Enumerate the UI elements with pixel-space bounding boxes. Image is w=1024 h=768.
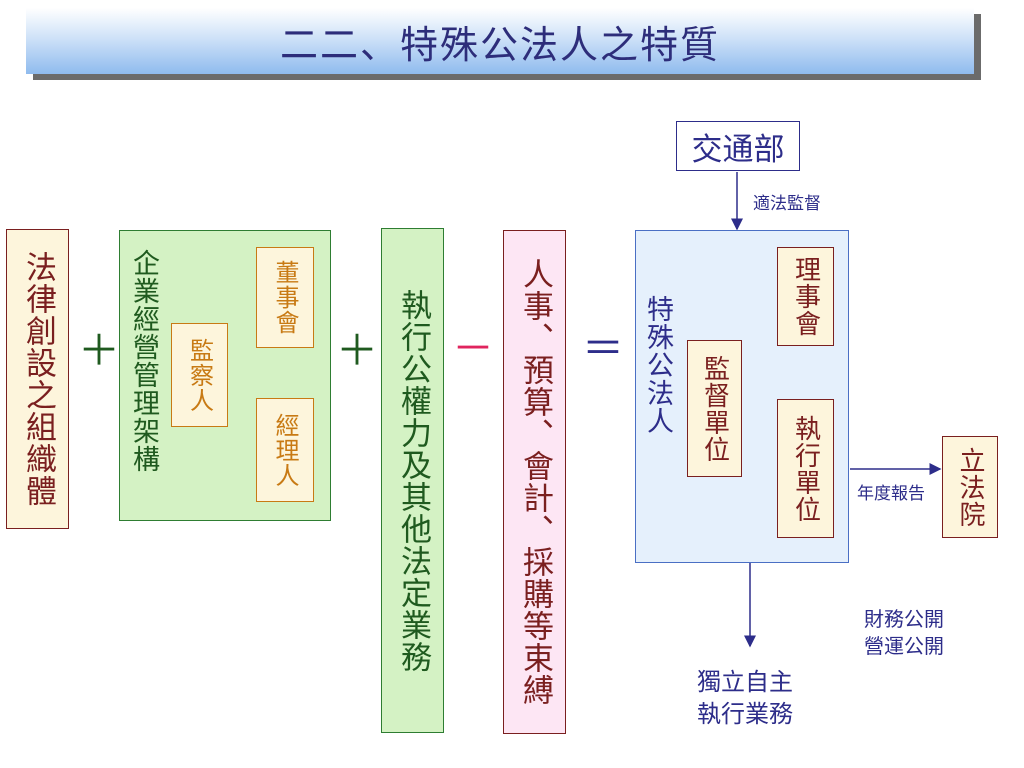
corporate-structure-label: 企業經營管理架構 <box>128 249 159 473</box>
supervisor-text: 監察人 <box>185 337 214 413</box>
operational-disclosure-text: 營運公開 <box>864 634 944 658</box>
equals-operator: ＝ <box>582 324 625 373</box>
financial-disclosure-text: 財務公開 <box>864 607 944 631</box>
executive-unit-text: 執行單位 <box>790 414 821 523</box>
public-duties-box: 執行公權力及其他法定業務 <box>381 228 444 733</box>
manager-text: 經理人 <box>271 412 299 488</box>
manager-box: 經理人 <box>256 398 314 502</box>
ministry-text: 交通部 <box>691 131 785 168</box>
plus-operator-1: ＋ <box>78 326 121 375</box>
minus-operator: － <box>452 324 495 373</box>
title-banner: 二二、特殊公法人之特質 <box>26 8 974 74</box>
disclosure-label: 財務公開 營運公開 <box>864 606 944 660</box>
annual-report-label: 年度報告 <box>857 484 925 504</box>
board-text: 董事會 <box>271 260 299 335</box>
executive-unit-box: 執行單位 <box>777 399 834 538</box>
legislature-box: 立法院 <box>942 436 998 538</box>
autonomy-label: 獨立自主 執行業務 <box>697 666 793 731</box>
slide-title: 二二、特殊公法人之特質 <box>279 22 720 67</box>
special-entity-label: 特殊公法人 <box>642 295 673 435</box>
public-duties-text: 執行公權力及其他法定業務 <box>395 288 431 673</box>
ministry-box: 交通部 <box>676 121 800 171</box>
council-box: 理事會 <box>777 247 834 346</box>
supervisor-box: 監察人 <box>171 323 228 427</box>
constraints-text: 人事、預算、會計、採購等束縛 <box>517 258 553 706</box>
oversight-label: 適法監督 <box>753 194 821 214</box>
board-box: 董事會 <box>256 247 314 348</box>
autonomy-text-2: 執行業務 <box>697 700 793 729</box>
legal-entity-text: 法律創設之組織體 <box>20 251 56 507</box>
supervisory-unit-text: 監督單位 <box>699 354 730 463</box>
council-text: 理事會 <box>790 256 821 337</box>
legal-entity-box: 法律創設之組織體 <box>6 229 69 529</box>
supervisory-unit-box: 監督單位 <box>687 340 742 477</box>
autonomy-text-1: 獨立自主 <box>697 668 793 696</box>
plus-operator-2: ＋ <box>336 326 379 375</box>
constraints-box: 人事、預算、會計、採購等束縛 <box>503 230 566 734</box>
legislature-text: 立法院 <box>955 446 985 528</box>
